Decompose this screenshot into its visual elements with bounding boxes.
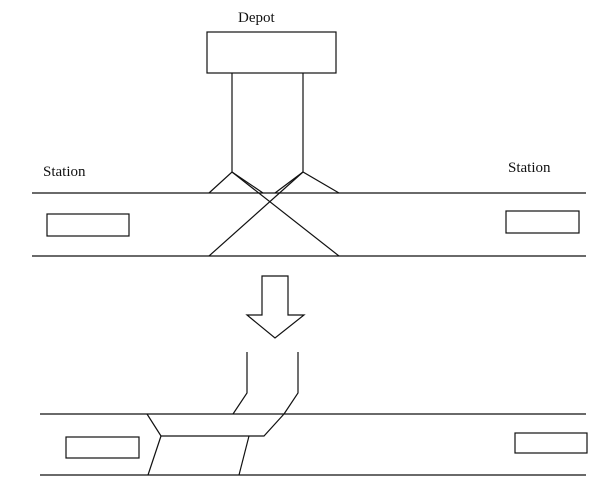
platform-right xyxy=(505,210,580,234)
crossover-link-upper xyxy=(146,413,285,437)
lower-configuration xyxy=(40,352,588,476)
depot-box xyxy=(206,31,337,74)
station-label-right: Station xyxy=(508,160,551,176)
depot-lead-left-lower xyxy=(232,352,248,415)
platform-left-lower xyxy=(65,436,140,459)
depot-label: Depot xyxy=(238,10,275,26)
platform-right-lower xyxy=(514,432,588,454)
platform-left xyxy=(46,213,130,237)
turnout-fork-right xyxy=(274,171,340,194)
scissors-crossover-a xyxy=(208,171,304,257)
scissors-crossover-b xyxy=(231,171,340,257)
arrow-down-icon xyxy=(245,275,306,339)
crossover-link-right xyxy=(238,435,250,476)
depot-lead-right-lower xyxy=(283,352,299,415)
upper-configuration: Depot Station Station xyxy=(32,10,586,257)
station-label-left: Station xyxy=(43,164,86,180)
crossover-link-left xyxy=(147,435,162,476)
